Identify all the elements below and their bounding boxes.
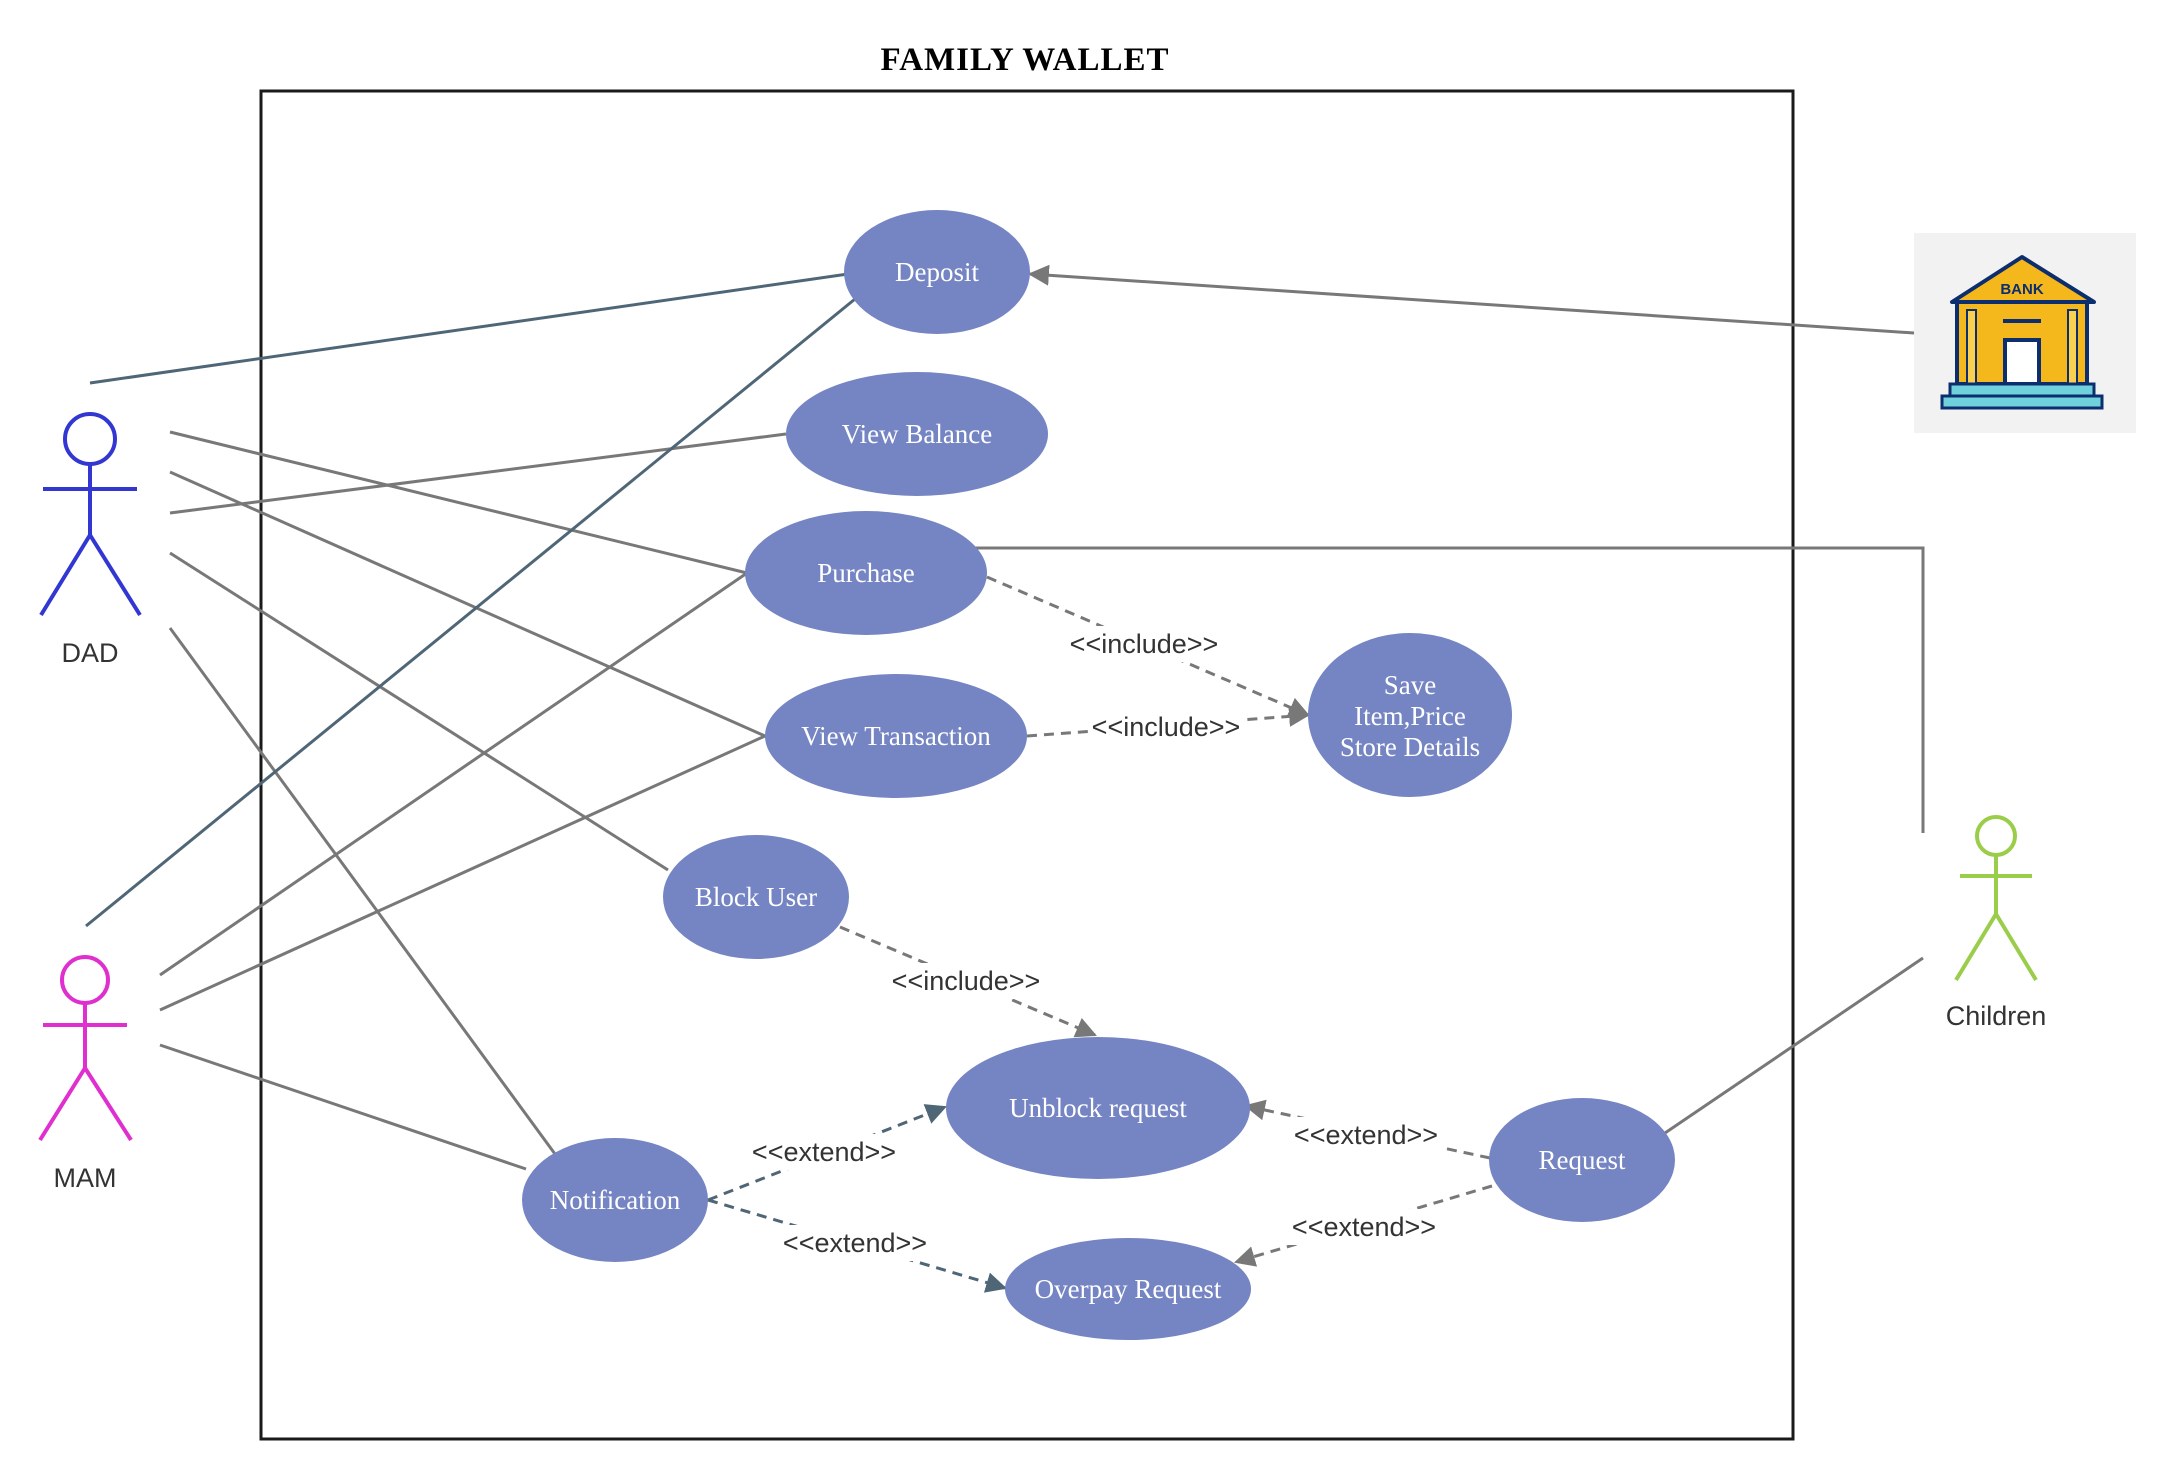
- use-case-block-user[interactable]: Block User: [663, 835, 849, 959]
- assoc-mam-purchase: [159, 571, 748, 977]
- use-case-label: Block User: [695, 882, 817, 912]
- use-case-purchase[interactable]: Purchase: [745, 511, 987, 635]
- use-case-unblock-request[interactable]: Unblock request: [946, 1037, 1250, 1179]
- use-cases: Deposit View Balance Purchase View Trans…: [522, 210, 1675, 1340]
- stick-figure-icon: [63, 412, 117, 466]
- assoc-mam-deposit: [85, 297, 856, 928]
- extend-request-overpay: [1233, 1184, 1493, 1267]
- assoc-dad-purchase: [169, 430, 748, 575]
- use-case-label: Unblock request: [1009, 1093, 1187, 1123]
- assoc-dad-block-user: [169, 551, 669, 872]
- stick-figure-icon: [60, 955, 110, 1005]
- actor-mam[interactable]: MAM: [38, 955, 133, 1193]
- actor-label: MAM: [54, 1163, 117, 1193]
- actor-label: DAD: [61, 638, 118, 668]
- use-case-notification[interactable]: Notification: [522, 1138, 708, 1262]
- extend-label: <<extend>>: [752, 1137, 896, 1167]
- assoc-children-request: [1664, 956, 1924, 1135]
- use-case-label: Overpay Request: [1035, 1274, 1222, 1304]
- system-boundary: [259, 89, 1795, 1441]
- assoc-dad-notification: [168, 627, 557, 1155]
- assoc-dad-deposit: [89, 272, 849, 385]
- use-case-save-details[interactable]: Save Item,Price Store Details: [1308, 633, 1512, 797]
- actor-label: Children: [1946, 1001, 2047, 1031]
- actor-children[interactable]: Children: [1946, 815, 2047, 1031]
- diagram-title: FAMILY WALLET: [881, 42, 1170, 78]
- assoc-children-purchase: [975, 546, 1925, 833]
- assoc-dad-view-balance: [169, 432, 787, 515]
- use-case-label: Request: [1539, 1145, 1626, 1175]
- include-label: <<include>>: [1070, 629, 1219, 659]
- use-case-label: View Balance: [842, 419, 993, 449]
- actor-dad[interactable]: DAD: [39, 412, 142, 668]
- extend-label: <<extend>>: [783, 1228, 927, 1258]
- stick-figure-icon: [1975, 815, 2017, 857]
- use-case-request[interactable]: Request: [1489, 1098, 1675, 1222]
- use-case-label-line1: Save: [1384, 670, 1437, 700]
- use-case-deposit[interactable]: Deposit: [844, 210, 1030, 334]
- use-case-label: View Transaction: [801, 721, 991, 751]
- use-case-label-line2: Item,Price: [1354, 701, 1466, 731]
- use-case-view-balance[interactable]: View Balance: [786, 372, 1048, 496]
- bank-building-icon: BANK: [1940, 255, 2104, 410]
- use-case-view-transaction[interactable]: View Transaction: [765, 674, 1027, 798]
- associations: [85, 264, 1925, 1171]
- actor-bank[interactable]: BANK: [1914, 233, 2136, 433]
- extend-label: <<extend>>: [1292, 1212, 1436, 1242]
- stereotype-labels: <<include>> <<include>> <<include>> <<ex…: [748, 626, 1442, 1261]
- assoc-mam-view-transaction: [159, 734, 766, 1012]
- use-case-label-line3: Store Details: [1340, 732, 1480, 762]
- include-label: <<include>>: [1092, 712, 1241, 742]
- assoc-mam-notification: [159, 1043, 527, 1171]
- use-case-label: Deposit: [895, 257, 979, 287]
- use-case-label: Purchase: [817, 558, 914, 588]
- assoc-bank-deposit: [1027, 264, 1915, 335]
- include-label: <<include>>: [892, 966, 1041, 996]
- use-case-overpay-request[interactable]: Overpay Request: [1005, 1238, 1251, 1340]
- bank-label: BANK: [2000, 281, 2043, 298]
- use-case-label: Notification: [550, 1185, 681, 1215]
- assoc-dad-view-transaction: [169, 470, 766, 738]
- extend-label: <<extend>>: [1294, 1120, 1438, 1150]
